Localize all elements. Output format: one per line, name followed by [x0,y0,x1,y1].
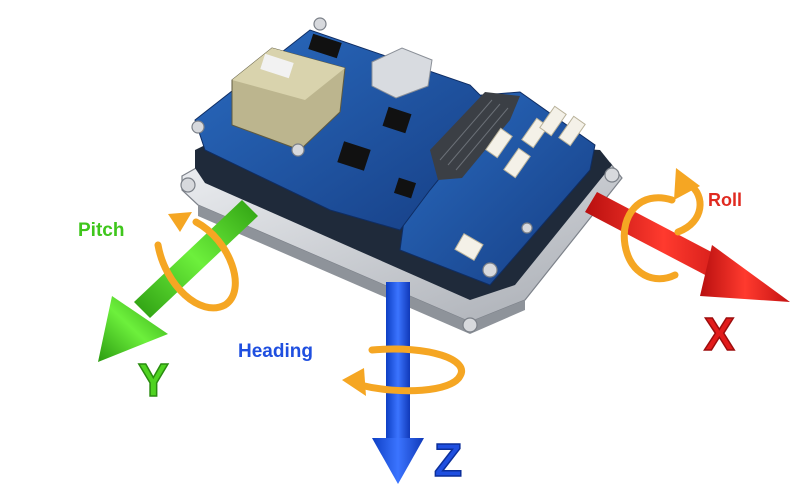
z-axis-arrow [372,282,424,484]
connectors [454,105,586,261]
chip [308,33,342,59]
x-axis-arrow [585,192,790,302]
roll-rotation-arrow-icon [620,168,704,283]
enclosure-edge [198,205,525,334]
shield-can [371,47,433,99]
heading-label: Heading [238,341,313,362]
chip [337,141,371,171]
y-axis-arrow [98,200,258,362]
mount-screws [180,17,620,333]
pitch-rotation-arrow-icon [154,212,239,312]
chip [393,177,417,199]
chip [382,106,412,134]
heading-rotation-arrow-icon [342,345,465,396]
pitch-label: Pitch [78,220,124,241]
z-axis-label: Z [434,434,462,486]
sensor-module [180,17,623,334]
roll-label: Roll [708,190,742,210]
y-axis-label: Y [138,354,169,406]
x-axis-label: X [704,308,735,360]
gnss-label-sticker [260,53,294,79]
ribbon-cable [430,92,520,180]
